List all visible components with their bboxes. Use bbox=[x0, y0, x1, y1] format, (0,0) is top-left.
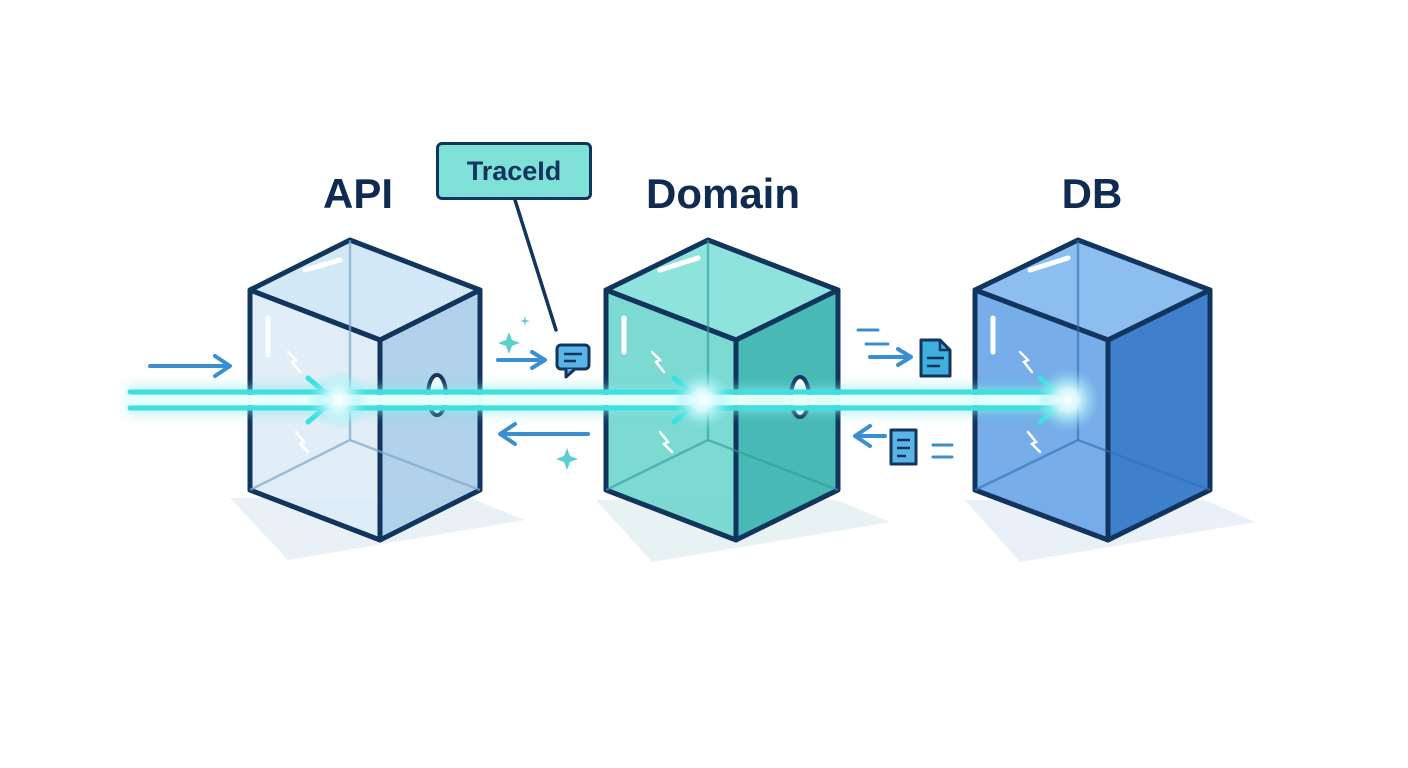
document-icon bbox=[919, 338, 952, 378]
sparkle-icon bbox=[498, 316, 578, 470]
layer-label-api: API bbox=[322, 170, 394, 217]
request-arrow-domain-to-db bbox=[856, 328, 913, 367]
layer-label-db: DB bbox=[1061, 170, 1123, 217]
request-arrow-api-to-domain bbox=[496, 350, 547, 370]
layer-label-domain: Domain bbox=[645, 170, 801, 217]
response-arrow-domain-to-api bbox=[498, 422, 590, 446]
message-icon bbox=[555, 343, 591, 379]
trace-tag-pointer bbox=[513, 198, 558, 332]
request-flow-arrow bbox=[125, 389, 1065, 411]
response-arrow-db-to-domain bbox=[853, 424, 954, 459]
trace-id-tag: TraceId bbox=[436, 142, 592, 200]
document-icon bbox=[889, 428, 918, 466]
trace-id-label: TraceId bbox=[466, 155, 562, 186]
entry-bursts bbox=[308, 368, 1100, 432]
spark-streaks bbox=[286, 350, 1042, 454]
api-cube bbox=[247, 237, 483, 543]
domain-cube bbox=[603, 237, 841, 543]
incoming-arrow-upper bbox=[148, 354, 232, 378]
